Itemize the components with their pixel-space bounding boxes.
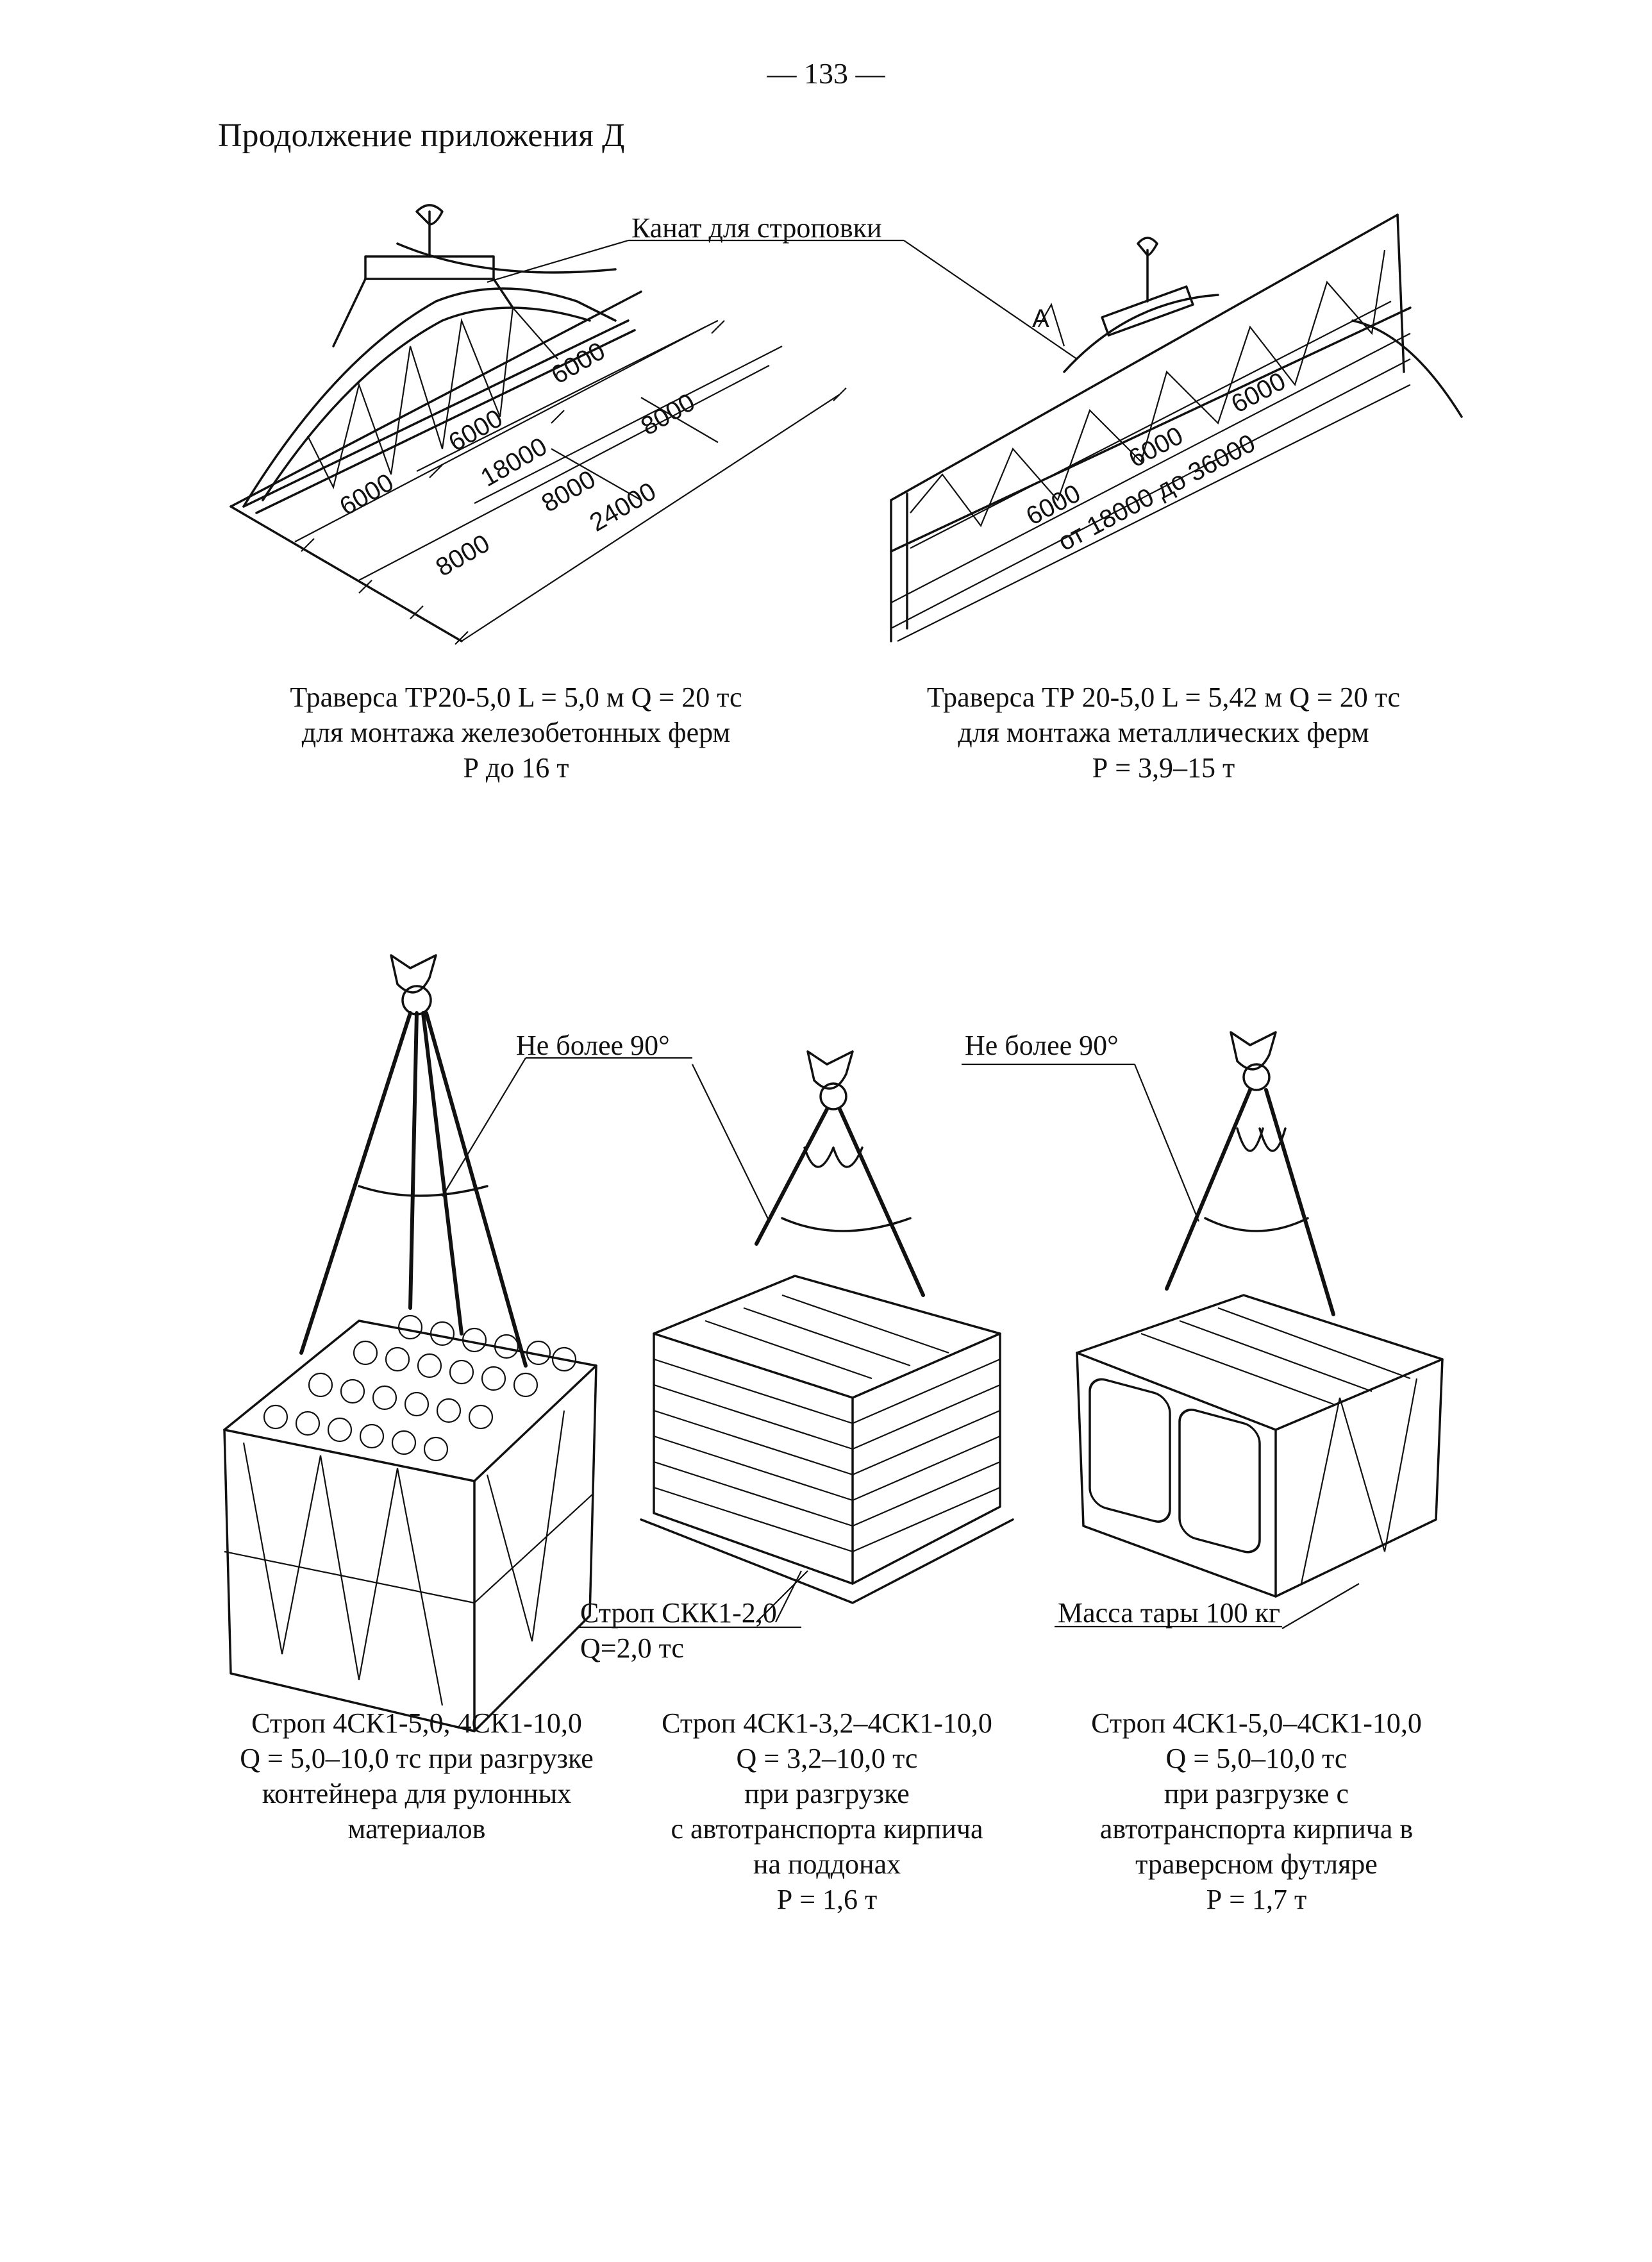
caption-line: Р = 3,9–15 т xyxy=(1092,752,1235,783)
caption-line: Р = 1,7 т xyxy=(1206,1884,1307,1915)
appendix-title: Продолжение приложения Д xyxy=(218,117,625,154)
container-rolls-drawing xyxy=(223,954,692,1732)
caption-line: с автотранспорта кирпича xyxy=(671,1813,983,1845)
brick-pallets-drawing xyxy=(640,1050,1014,1623)
caption-line: для монтажа металлических ферм xyxy=(958,717,1369,748)
caption-line: при разгрузке с xyxy=(1164,1778,1349,1809)
caption-line: Q = 5,0–10,0 тс xyxy=(1165,1743,1347,1774)
angle-callout-left: Не более 90° xyxy=(516,1030,670,1061)
dimension-labels-right: 6000 6000 6000 от 18000 до 36000 xyxy=(1022,367,1290,557)
angle-callout-right: Не более 90° xyxy=(965,1030,1119,1061)
caption-line: материалов xyxy=(347,1813,486,1845)
caption-line: автотранспорта кирпича в xyxy=(1099,1813,1414,1845)
caption-traverse-metal: Траверса ТР 20-5,0 L = 5,42 м Q = 20 тс … xyxy=(859,680,1468,785)
caption-line: Q = 3,2–10,0 тс xyxy=(736,1743,918,1774)
caption-line: контейнера для рулонных xyxy=(262,1778,572,1809)
caption-line: Р = 1,6 т xyxy=(776,1884,878,1915)
caption-traverse-concrete: Траверса ТР20-5,0 L = 5,0 м Q = 20 тс дл… xyxy=(212,680,821,785)
caption-line: Траверса ТР20-5,0 L = 5,0 м Q = 20 тс xyxy=(290,682,742,713)
page-number: — 133 — xyxy=(767,57,885,90)
caption-line: Р до 16 т xyxy=(463,752,569,783)
strop-skk-q-callout: Q=2,0 тс xyxy=(580,1632,684,1664)
brick-case-drawing xyxy=(962,1031,1444,1629)
concrete-truss-drawing xyxy=(229,204,847,645)
caption-line: при разгрузке xyxy=(744,1778,910,1809)
caption-line: Строп 4СК1-5,0, 4СК1-10,0 xyxy=(251,1707,582,1739)
caption-strop-pallets: Строп 4СК1-3,2–4СК1-10,0 Q = 3,2–10,0 тс… xyxy=(622,1705,1032,1917)
section-mark: А xyxy=(1032,305,1049,333)
dim-label: 6000 xyxy=(335,468,399,521)
caption-line: для монтажа железобетонных ферм xyxy=(301,717,731,748)
caption-line: траверсном футляре xyxy=(1135,1848,1378,1880)
caption-strop-case: Строп 4СК1-5,0–4СК1-10,0 Q = 5,0–10,0 тс… xyxy=(1051,1705,1462,1917)
dim-label: 6000 xyxy=(444,404,508,457)
caption-line: Строп 4СК1-5,0–4СК1-10,0 xyxy=(1091,1707,1422,1739)
rope-leader-lines xyxy=(487,239,1078,360)
caption-line: на поддонах xyxy=(753,1848,901,1880)
strop-skk-callout: Строп СКК1-2,0 xyxy=(580,1597,777,1629)
caption-line: Строп 4СК1-3,2–4СК1-10,0 xyxy=(662,1707,992,1739)
caption-line: Траверса ТР 20-5,0 L = 5,42 м Q = 20 тс xyxy=(926,682,1401,713)
metal-truss-drawing xyxy=(890,214,1463,642)
caption-strop-container: Строп 4СК1-5,0, 4СК1-10,0 Q = 5,0–10,0 т… xyxy=(192,1705,641,1847)
tare-mass-callout: Масса тары 100 кг xyxy=(1058,1597,1281,1629)
caption-line: Q = 5,0–10,0 тс при разгрузке xyxy=(240,1743,594,1774)
dim-label: 8000 xyxy=(637,388,700,441)
dim-label: 6000 xyxy=(1227,367,1290,419)
rope-callout: Канат для строповки xyxy=(631,212,882,244)
